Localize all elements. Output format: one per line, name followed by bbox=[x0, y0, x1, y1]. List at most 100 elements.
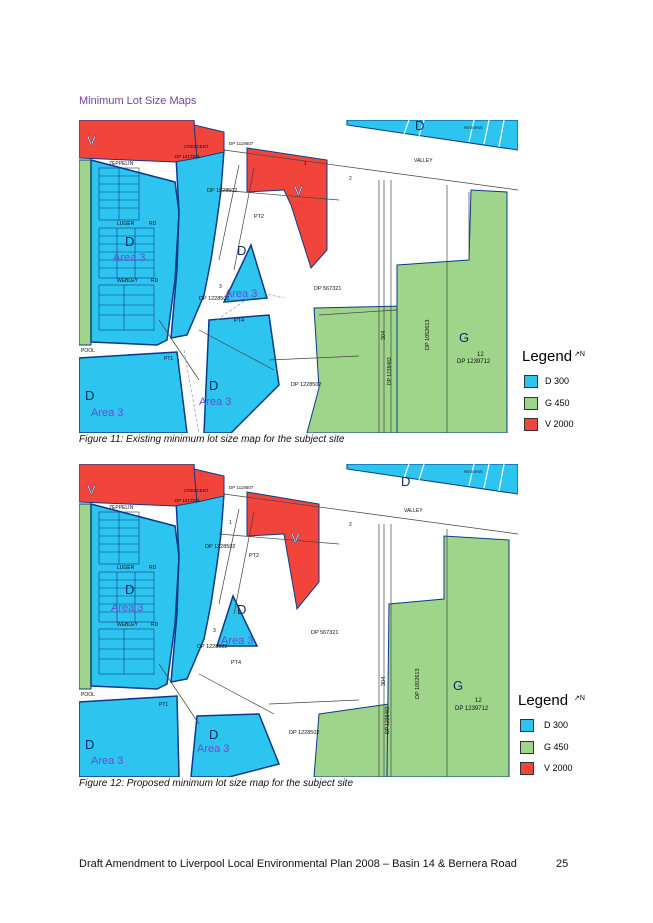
zone-label-d-5: D bbox=[415, 120, 424, 133]
label2-crescent: CRESCENT bbox=[184, 488, 209, 493]
label2-pt2: PT2 bbox=[249, 553, 259, 559]
label-pool: POOL bbox=[81, 348, 95, 354]
legend2-title: Legend bbox=[518, 692, 569, 709]
legend-swatch-v bbox=[524, 418, 538, 431]
label-lot1: 1 bbox=[304, 161, 307, 167]
zone-label-g: G bbox=[459, 330, 469, 345]
legend-label-v: V 2000 bbox=[545, 419, 574, 429]
label-lot12: 12 bbox=[477, 352, 484, 358]
label-reserve: RESERVE bbox=[464, 125, 483, 130]
zone2-label-d-5: D bbox=[401, 474, 410, 489]
label2-dp1228502-a: DP 1228502 bbox=[205, 544, 235, 550]
label-dp1238483: DP 1238483 bbox=[387, 357, 393, 385]
legend bbox=[514, 332, 518, 433]
label-dp1228502-a: DP 1228502 bbox=[207, 188, 237, 194]
label2-rd-2: RD bbox=[151, 622, 159, 628]
label-rd-2: RD bbox=[151, 278, 159, 284]
area3b-label-2: Area 3 bbox=[221, 635, 253, 647]
label-dp1119507: DP 1119507 bbox=[229, 141, 254, 146]
zone-d-central-column bbox=[170, 137, 225, 339]
footer-title: Draft Amendment to Liverpool Local Envir… bbox=[79, 858, 517, 870]
label-zeppelin: ZEPPELIN bbox=[109, 161, 134, 167]
zone-v-central bbox=[246, 147, 328, 269]
legend2-label-g: G 450 bbox=[544, 742, 569, 752]
label2-luger: LUGER bbox=[117, 565, 135, 571]
label-crescent: CRESCENT bbox=[184, 144, 209, 149]
legend2-swatch-d bbox=[520, 719, 534, 732]
label2-reserve: RESERVE bbox=[464, 469, 483, 474]
zone-d-triangle bbox=[222, 242, 268, 303]
zone2-label-v-2: V bbox=[291, 530, 300, 545]
zone-d-north-strip bbox=[346, 120, 518, 151]
legend2-swatch-g bbox=[520, 741, 534, 754]
page-number: 25 bbox=[556, 858, 569, 870]
label2-dp1239712: DP 1239712 bbox=[455, 706, 489, 712]
label2-dp567321: DP 567321 bbox=[311, 630, 338, 636]
area3-label-2: Area 3 bbox=[225, 288, 257, 300]
label-pt1: PT1 bbox=[164, 356, 173, 362]
legend2-label-d: D 300 bbox=[544, 720, 569, 730]
proposed-lot-size-map: DP 1217931 DP 1119507 VALLEY RESERVE CRE… bbox=[79, 464, 518, 777]
legend-label-g: G 450 bbox=[545, 398, 570, 408]
legend-panel-2: Legend ↗N D 300 G 450 V 2000 bbox=[514, 684, 590, 779]
zone-label-d-3: D bbox=[209, 378, 218, 393]
area3-label-1: Area 3 bbox=[113, 252, 145, 264]
legend-title: Legend bbox=[522, 348, 573, 365]
label-lot3: 3 bbox=[219, 284, 222, 290]
legend-swatch-d bbox=[524, 375, 538, 388]
north-arrow-icon: ↗N bbox=[574, 351, 585, 358]
area3b-label-4: Area 3 bbox=[91, 755, 123, 767]
label-lot304: 304 bbox=[381, 331, 387, 340]
north-arrow-icon-2: ↗N bbox=[574, 695, 585, 702]
label2-lot3: 3 bbox=[213, 628, 216, 634]
label2-lot2: 2 bbox=[349, 522, 352, 528]
label2-rd-1: RD bbox=[149, 565, 157, 571]
zone2-label-d-4: D bbox=[85, 737, 94, 752]
label2-pool: POOL bbox=[81, 692, 95, 698]
figure-11-caption: Figure 11: Existing minimum lot size map… bbox=[79, 434, 345, 445]
zone-label-v-1: V bbox=[87, 133, 96, 148]
label-webley: WEBLEY bbox=[117, 278, 139, 284]
label2-webley: WEBLEY bbox=[117, 622, 139, 628]
label-luger: LUGER bbox=[117, 221, 135, 227]
label-valley: VALLEY bbox=[414, 158, 433, 164]
area3-label-3: Area 3 bbox=[199, 396, 231, 408]
zone2-label-g: G bbox=[453, 678, 463, 693]
label2-pt1: PT1 bbox=[159, 702, 168, 708]
zone-label-v-2: V bbox=[294, 183, 303, 198]
legend2-swatch-v bbox=[520, 762, 534, 775]
label2-dp1052613: DP 1052613 bbox=[415, 669, 421, 699]
zone2-label-d-2: D bbox=[237, 602, 246, 617]
zone-g-west-strip bbox=[79, 159, 92, 346]
label2-lot12: 12 bbox=[475, 698, 482, 704]
zone-label-d-1: D bbox=[125, 234, 134, 249]
zone2-label-v-1: V bbox=[87, 482, 96, 497]
label2-lot1: 1 bbox=[229, 520, 232, 526]
legend2-label-v: V 2000 bbox=[544, 763, 573, 773]
label-lot2: 2 bbox=[349, 176, 352, 182]
label-rd-1: RD bbox=[149, 221, 157, 227]
area3b-label-3: Area 3 bbox=[197, 743, 229, 755]
label-dp1228502-c: DP 1228502 bbox=[291, 382, 321, 388]
label-dp1228502-b: DP 1228502 bbox=[199, 296, 229, 302]
zone-v-northwest-2 bbox=[193, 124, 225, 159]
label2-lot304: 304 bbox=[381, 677, 387, 686]
figure-12-caption: Figure 12: Proposed minimum lot size map… bbox=[79, 778, 354, 789]
zone-label-d-4: D bbox=[85, 388, 94, 403]
label2-pt4: PT4 bbox=[231, 660, 241, 666]
legend-label-d: D 300 bbox=[545, 376, 570, 386]
section-heading: Minimum Lot Size Maps bbox=[79, 95, 197, 107]
label2-dp1217931: DP 1217931 bbox=[175, 498, 200, 503]
label-dp1052613: DP 1052613 bbox=[425, 320, 431, 350]
label2-valley: VALLEY bbox=[404, 508, 423, 514]
area3-label-4: Area 3 bbox=[91, 407, 123, 419]
label2-dp1228502-b: DP 1228502 bbox=[197, 644, 227, 650]
label2-zeppelin: ZEPPELIN bbox=[109, 505, 134, 511]
legend-panel-1: Legend ↗N D 300 G 450 V 2000 bbox=[518, 340, 590, 435]
label-dp567321: DP 567321 bbox=[314, 286, 341, 292]
area3b-label-1: Area 3 bbox=[111, 602, 143, 614]
legend-swatch-g bbox=[524, 397, 538, 410]
label2-dp1238483: DP 1238483 bbox=[385, 706, 391, 734]
zone-d-south-central bbox=[203, 314, 280, 433]
label2-dp1228502-c: DP 1228502 bbox=[289, 730, 319, 736]
